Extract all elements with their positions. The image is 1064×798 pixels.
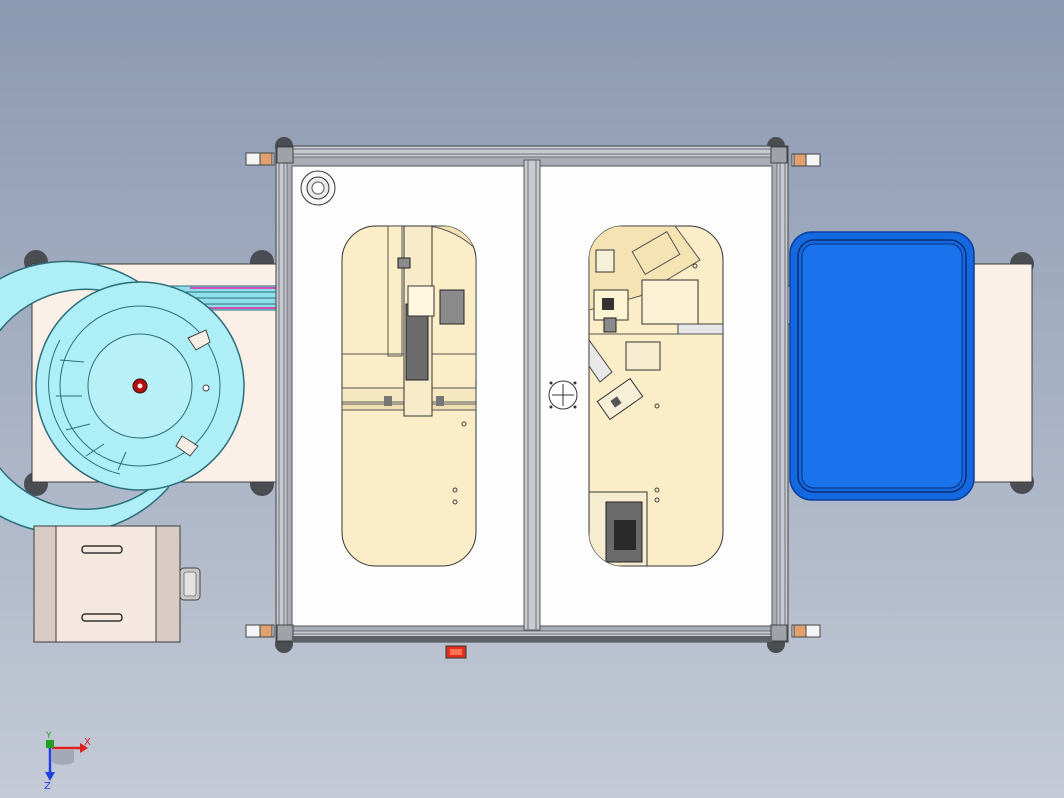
z-axis-label: Z <box>44 781 51 792</box>
corner-brackets <box>245 152 821 638</box>
machine-frame[interactable] <box>245 137 821 659</box>
vibratory-bowl <box>0 260 245 535</box>
control-box-handle-bottom <box>81 613 123 622</box>
access-hatch-icon <box>548 380 578 410</box>
left-window-internals <box>342 226 476 505</box>
right-inspection-window[interactable] <box>588 225 724 567</box>
frame-bottom-details <box>292 636 772 659</box>
control-box-handle-top <box>81 545 123 554</box>
left-inspection-window[interactable] <box>341 225 504 567</box>
signal-lamp <box>300 170 336 206</box>
right-window-internals <box>589 226 723 566</box>
output-tray-assembly[interactable] <box>787 231 1034 501</box>
x-axis-label: X <box>84 737 91 748</box>
control-box[interactable] <box>33 525 201 643</box>
y-axis-label: Y <box>45 731 52 741</box>
coordinate-triad: X Z Y <box>44 731 91 792</box>
bowl-feeder-assembly[interactable] <box>0 250 389 535</box>
y-axis-marker <box>46 740 54 748</box>
